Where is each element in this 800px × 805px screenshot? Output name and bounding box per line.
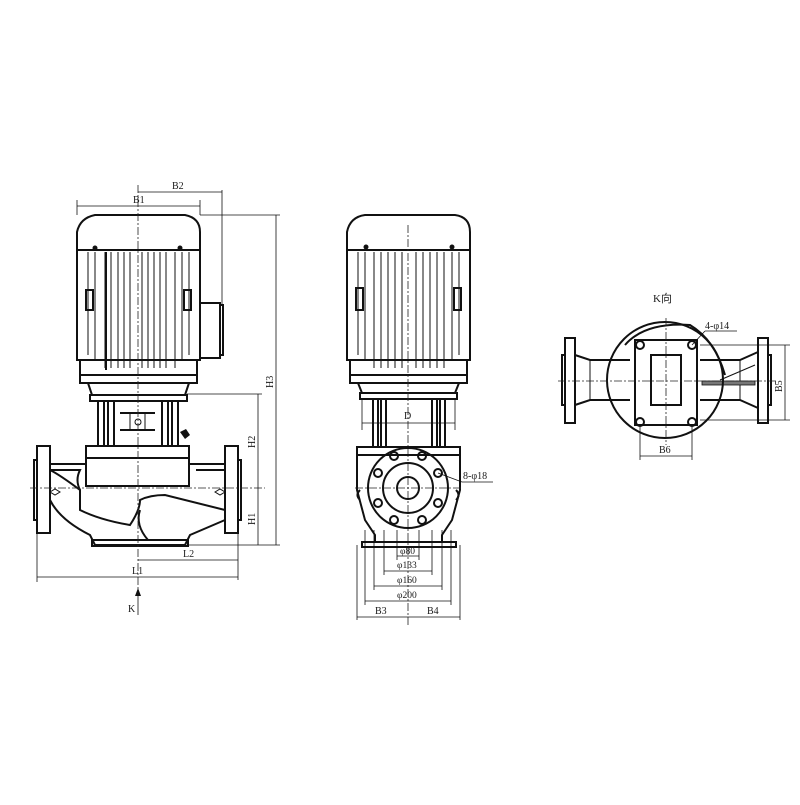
k-view-title: K向: [653, 291, 672, 305]
dimension-phi160: φ160: [373, 530, 443, 590]
dimension-phi133: φ133: [383, 530, 433, 575]
terminal-box: [199, 302, 221, 359]
label-b2: B2: [172, 181, 184, 192]
dimension-l2: L2: [138, 533, 239, 580]
dimension-b1: B1: [76, 195, 201, 215]
outlet-flange: [367, 447, 449, 529]
pump-casing-side: [355, 446, 462, 548]
view-direction-arrow-k: K: [128, 588, 141, 615]
dimension-b5: B5: [700, 344, 790, 421]
k-right-flange: [757, 337, 769, 424]
bolt-holes-8: [373, 451, 443, 525]
label-b6: B6: [659, 445, 671, 456]
dimension-b3-b4: B3 B4: [356, 545, 461, 620]
label-bolt-holes: 8-φ18: [463, 471, 487, 482]
dimension-b2: B2: [138, 181, 223, 305]
label-phi133: φ133: [397, 561, 417, 571]
label-h2: H2: [247, 436, 258, 448]
front-view: B1 B2 H3 H2 H1 L2 L1: [30, 181, 280, 615]
label-k-bolt-holes: 4-φ14: [705, 321, 729, 332]
dimension-phi80: φ80: [396, 530, 420, 560]
dimension-h3: H3: [200, 214, 280, 545]
coupling-frame: [97, 400, 190, 447]
k-volute: [606, 321, 724, 439]
label-l2: L2: [183, 549, 194, 560]
label-d: D: [404, 411, 411, 422]
label-h1: H1: [247, 513, 258, 525]
dimension-phi200: φ200: [364, 530, 452, 605]
side-view: D: [346, 214, 493, 625]
dimension-h2: H2: [187, 393, 262, 488]
k-view: K向 4-φ14: [558, 291, 790, 460]
callout-8-phi18: 8-φ18: [437, 471, 493, 483]
label-h3: H3: [265, 376, 276, 388]
label-b5: B5: [774, 380, 785, 392]
pump-casing: [33, 445, 242, 547]
label-phi80: φ80: [400, 547, 415, 557]
label-b3: B3: [375, 606, 387, 617]
motor-housing-side: [346, 214, 471, 400]
label-k-arrow: K: [128, 604, 136, 615]
dimension-d: D: [361, 399, 456, 430]
dimension-h1: H1: [188, 488, 280, 546]
callout-4-phi14: 4-φ14: [691, 321, 737, 346]
label-phi160: φ160: [397, 576, 417, 586]
dimension-l1: L1: [36, 533, 238, 582]
motor-housing: [76, 214, 201, 402]
label-l1: L1: [132, 566, 143, 577]
label-b4: B4: [427, 606, 439, 617]
dimension-b6: B6: [639, 426, 693, 460]
label-phi200: φ200: [397, 591, 417, 601]
label-b1: B1: [133, 195, 145, 206]
k-left-flange: [564, 337, 576, 424]
